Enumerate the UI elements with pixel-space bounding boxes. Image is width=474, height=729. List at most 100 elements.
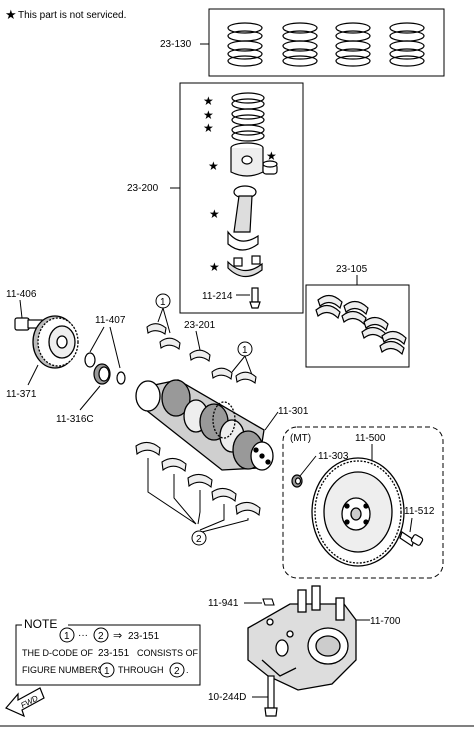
bearing-shell[interactable] — [379, 330, 407, 356]
thrust-bearings-group: 23-105 — [305, 264, 410, 368]
not-serviced-star-icon: ★ — [209, 260, 220, 274]
pulley-key[interactable] — [84, 352, 96, 368]
callout-2-brackets — [147, 458, 249, 533]
piston-rod-assembly-group: 23-200 ★ ★ ★ ★ ★ ★ — [127, 82, 304, 314]
rod-bolt[interactable] — [249, 287, 261, 309]
note-arrow-icon: ⇒ — [113, 630, 122, 642]
part-label-11-371[interactable]: 11-371 — [6, 389, 37, 400]
long-bolt[interactable] — [264, 675, 278, 717]
legend-text: This part is not serviced. — [18, 10, 126, 21]
part-label-11-500[interactable]: 11-500 — [355, 433, 386, 444]
part-label-11-512[interactable]: 11-512 — [404, 506, 435, 517]
note-line3-circle-1-number: 1 — [104, 666, 110, 677]
note-circle-2-number: 2 — [98, 631, 104, 642]
leader-11-316c — [79, 385, 101, 411]
note-line2-code: 23-151 — [98, 648, 130, 659]
not-serviced-star-icon: ★ — [203, 121, 214, 135]
mt-label: (MT) — [290, 433, 311, 444]
crankshaft-pulley[interactable] — [32, 315, 79, 369]
leader-11-512 — [409, 517, 413, 533]
part-label-10-244d[interactable]: 10-244D — [208, 692, 246, 703]
part-label-11-406[interactable]: 11-406 — [6, 289, 37, 300]
mt-dashed-frame — [282, 426, 444, 579]
crank-pulley-group: 11-406 11-371 11-407 11-316C — [6, 289, 126, 425]
part-label-11-407[interactable]: 11-407 — [95, 315, 126, 326]
note-line2-end: CONSISTS OF — [137, 648, 199, 658]
conrod-bearing-upper[interactable] — [211, 367, 257, 385]
pulley-bolt[interactable] — [14, 317, 43, 331]
dowel-pin[interactable] — [262, 598, 275, 606]
note-line3-circle-1 — [99, 662, 115, 678]
note-line3-circle-2 — [169, 662, 185, 678]
note-ref-code: 23-151 — [128, 631, 160, 642]
front-arrow-icon: FWD — [5, 687, 45, 718]
part-label-23-130[interactable]: 23-130 — [160, 39, 192, 50]
note-frame — [15, 624, 201, 686]
ring-set-1[interactable] — [227, 22, 263, 67]
oil-pump-body[interactable] — [247, 585, 357, 691]
not-serviced-star-icon: ★ — [266, 149, 277, 163]
part-label-11-301[interactable]: 11-301 — [278, 406, 309, 417]
note-circle-1-number: 1 — [64, 631, 70, 642]
front-oil-seal[interactable] — [93, 363, 111, 385]
note-dots: ··· — [78, 630, 88, 641]
piston-rings[interactable] — [231, 92, 265, 142]
leader-11-407 — [89, 326, 105, 353]
callout-number-1: 1 — [160, 297, 166, 308]
note-title: NOTE — [24, 617, 57, 631]
leader-23-201 — [195, 330, 201, 351]
not-serviced-star-icon: ★ — [208, 159, 219, 173]
leader-11-406 — [19, 299, 23, 319]
note-line3-end: . — [186, 665, 189, 675]
pilot-bearing[interactable] — [291, 474, 303, 488]
part-label-11-316c[interactable]: 11-316C — [56, 414, 94, 425]
piston-pin[interactable] — [262, 160, 278, 175]
connecting-rod[interactable] — [227, 185, 259, 251]
ring-set-2[interactable] — [282, 22, 318, 67]
part-label-23-200[interactable]: 23-200 — [127, 183, 159, 194]
not-serviced-star-icon: ★ — [203, 108, 214, 122]
bearing-shell[interactable] — [341, 300, 369, 326]
not-serviced-star-icon: ★ — [203, 94, 214, 108]
part-label-11-214[interactable]: 11-214 — [202, 291, 233, 302]
ring-set-4[interactable] — [389, 22, 425, 67]
woodruff-key[interactable] — [116, 371, 126, 385]
note-line3-start: FIGURE NUMBERS — [22, 665, 104, 675]
part-label-11-941[interactable]: 11-941 — [208, 598, 239, 609]
flywheel[interactable] — [311, 457, 405, 567]
oil-pump-group: 11-941 11-700 10-244D — [208, 585, 401, 717]
note-line3-through: THROUGH — [118, 665, 164, 675]
note-line2-start: THE D-CODE OF — [22, 648, 94, 658]
conrod-bearing-upper[interactable] — [146, 323, 211, 363]
note-circle-1 — [59, 627, 75, 643]
conrod-bearings-group: 1 23-201 1 — [146, 293, 257, 385]
piston-rod-assembly-frame — [179, 82, 304, 314]
part-label-23-105[interactable]: 23-105 — [336, 264, 368, 275]
flywheel-group: (MT) 11-500 11-303 11-512 — [282, 426, 444, 579]
callout-number-2: 2 — [196, 534, 202, 545]
callout-number-1: 1 — [242, 345, 248, 356]
main-bearing-lower[interactable] — [135, 441, 261, 517]
part-label-11-303[interactable]: 11-303 — [318, 451, 349, 462]
flywheel-bolt[interactable] — [399, 531, 424, 547]
piston[interactable] — [230, 142, 264, 177]
ring-set-3[interactable] — [335, 22, 371, 67]
note-circle-2 — [93, 627, 109, 643]
note-line3-circle-2-number: 2 — [174, 666, 180, 677]
lower-bearings-group: 2 — [135, 441, 261, 546]
leader-11-301 — [264, 411, 279, 431]
crankshaft[interactable] — [135, 379, 274, 471]
leader-11-303 — [299, 455, 317, 477]
part-label-11-700[interactable]: 11-700 — [370, 616, 401, 627]
leader-11-407 — [109, 326, 121, 369]
legend-star-icon: ★ — [5, 7, 17, 22]
part-label-23-201[interactable]: 23-201 — [184, 320, 216, 331]
rod-cap[interactable] — [227, 255, 263, 278]
note-box: NOTE 1 ··· 2 ⇒ 23-151 THE D-CODE OF 23-1… — [15, 617, 201, 686]
not-serviced-star-icon: ★ — [209, 207, 220, 221]
bearing-shell[interactable] — [315, 294, 343, 320]
piston-ring-sets-group: 23-130 — [160, 8, 445, 77]
leader-11-371 — [27, 364, 39, 386]
callout-circle-2 — [191, 530, 207, 546]
